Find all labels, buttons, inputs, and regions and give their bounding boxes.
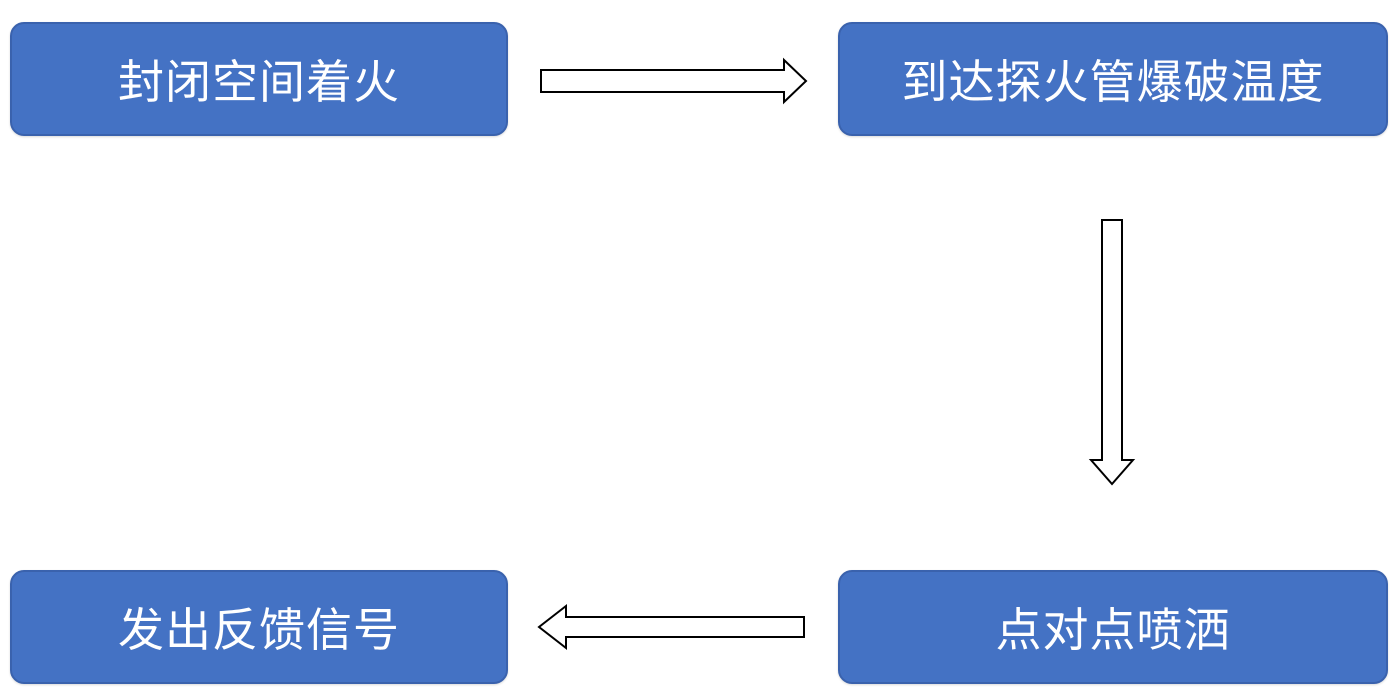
arrow-down-icon: [1088, 219, 1136, 486]
flow-node-point-to-point-spray: 点对点喷洒: [838, 570, 1388, 684]
flow-node-label: 点对点喷洒: [995, 603, 1231, 657]
flow-node-burst-temperature-reached: 到达探火管爆破温度: [838, 22, 1388, 136]
flow-node-label: 封闭空间着火: [118, 55, 400, 109]
arrow-left-icon: [537, 603, 805, 651]
flow-node-label: 到达探火管爆破温度: [901, 55, 1325, 109]
flow-node-fire-in-enclosed-space: 封闭空间着火: [10, 22, 508, 136]
flow-node-label: 发出反馈信号: [118, 603, 400, 657]
flow-node-send-feedback-signal: 发出反馈信号: [10, 570, 508, 684]
arrow-right-icon: [540, 57, 808, 105]
